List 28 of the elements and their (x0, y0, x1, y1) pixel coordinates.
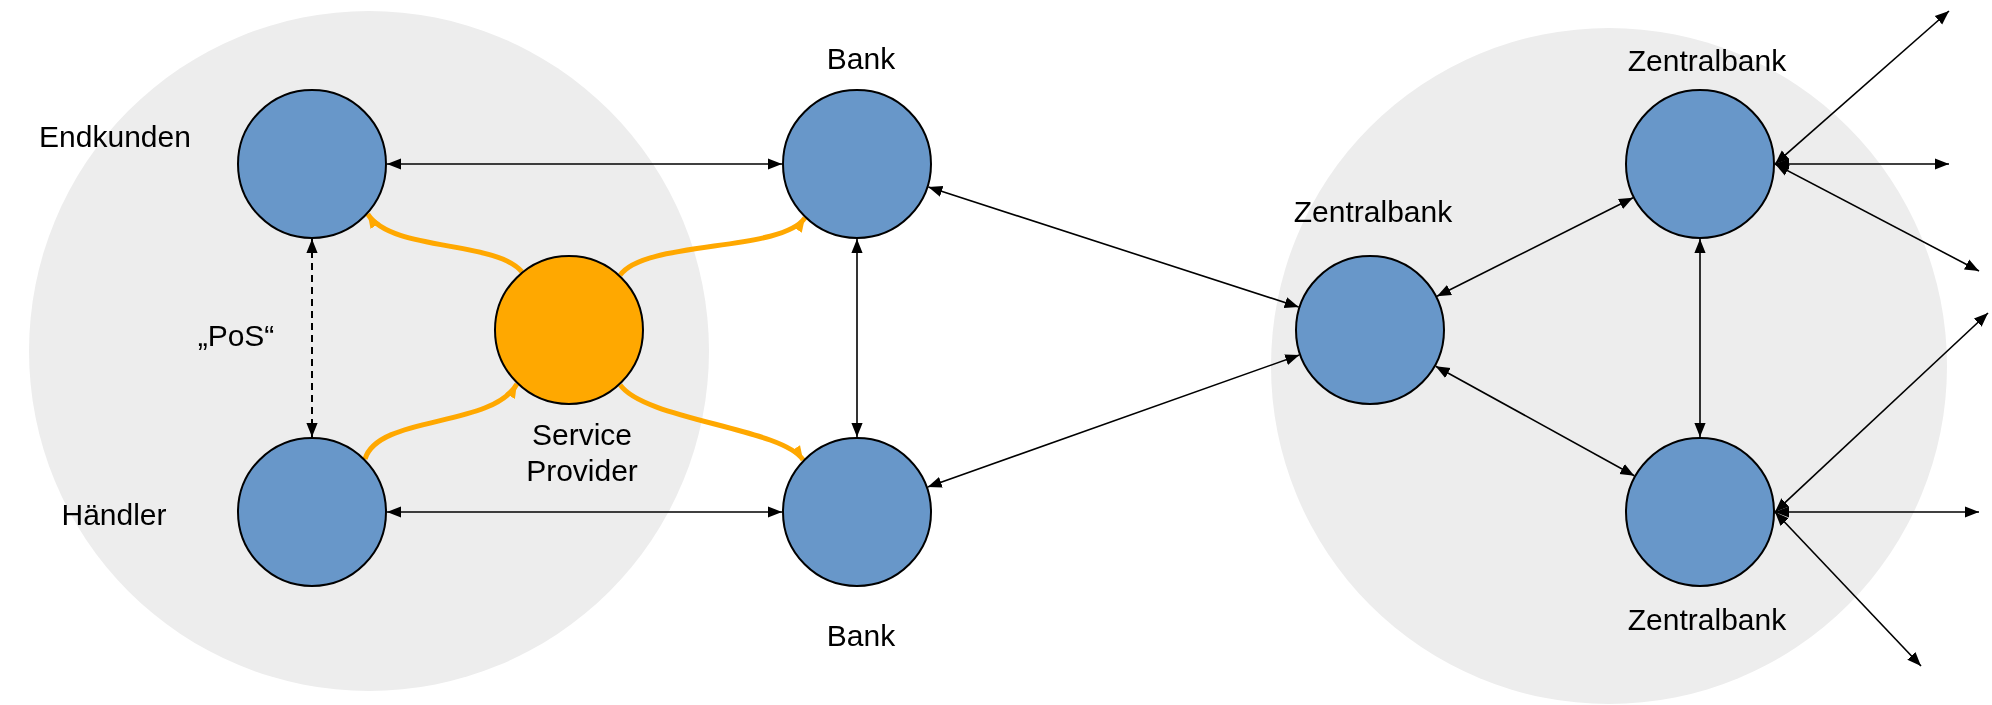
arrow (618, 383, 805, 462)
arrow (926, 354, 1301, 488)
edge-label: „PoS“ (197, 318, 275, 354)
arrow (386, 158, 783, 170)
arrow (1774, 163, 1980, 272)
arrow (1436, 196, 1634, 298)
node-label: Zentralbank (1627, 43, 1787, 79)
arrow (1694, 238, 1706, 438)
arrow (386, 506, 783, 518)
arrow (927, 186, 1300, 308)
node-label: Händler (61, 497, 167, 533)
arrow (618, 216, 807, 277)
node-label: Endkunden (39, 119, 191, 155)
node-label: Service Provider (525, 417, 639, 489)
arrow (1434, 365, 1636, 477)
arrow (1774, 511, 1922, 667)
arrow (851, 238, 863, 438)
node-label: Zentralbank (1627, 602, 1787, 638)
arrow (1774, 158, 1950, 170)
arrow (1774, 10, 1950, 165)
node-label: Bank (826, 618, 896, 654)
node-label: Bank (826, 41, 896, 77)
arrow (365, 212, 524, 274)
arrow (1774, 312, 1989, 513)
node-label: Zentralbank (1293, 194, 1453, 230)
arrow (1774, 506, 1980, 518)
arrow (362, 382, 519, 461)
arrow (306, 238, 318, 438)
